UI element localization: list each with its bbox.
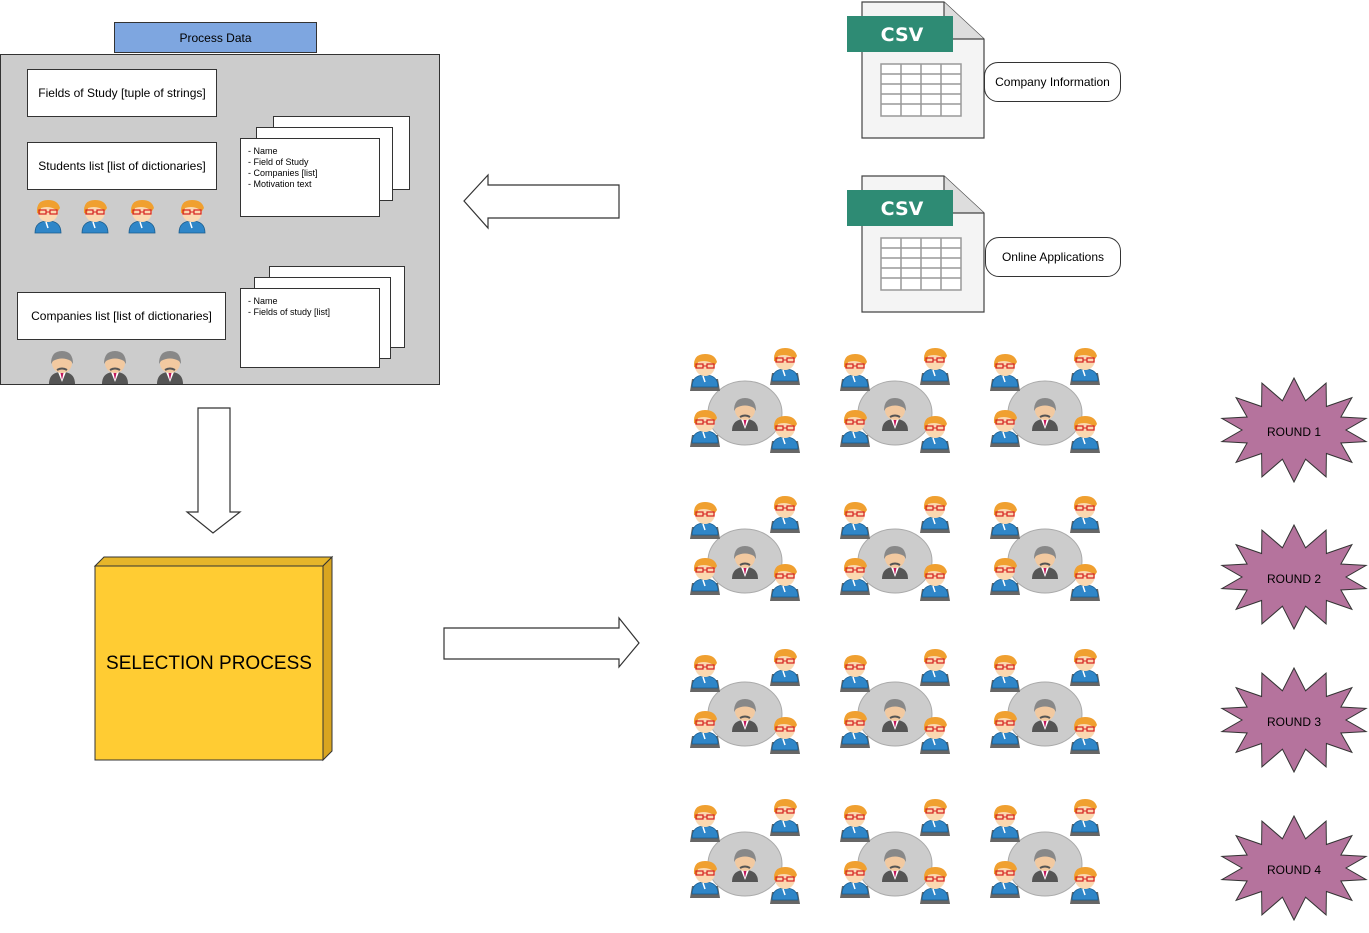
fields-of-study-box: Fields of Study [tuple of strings] — [27, 69, 217, 117]
company-table-cluster — [990, 799, 1100, 904]
online-applications-label: Online Applications — [985, 237, 1121, 277]
company-table-cluster — [840, 496, 950, 601]
arrow-right — [443, 616, 640, 669]
student-field-motivation: - Motivation text — [248, 179, 312, 189]
round-star-shape — [1220, 523, 1368, 631]
csv-icon-text: CSV — [881, 24, 924, 46]
company-table-cluster — [690, 799, 800, 904]
arrow-down — [185, 407, 242, 534]
companies-list-box: Companies list [list of dictionaries] — [17, 292, 226, 340]
csv-file-icon — [846, 1, 985, 139]
student-icon — [34, 199, 62, 234]
company-field-name: - Name — [248, 296, 278, 306]
company-table-cluster — [840, 799, 950, 904]
round-stars — [1220, 376, 1368, 922]
student-icon — [81, 199, 109, 234]
company-table-cluster — [690, 649, 800, 754]
company-table-cluster — [840, 649, 950, 754]
student-icon — [178, 199, 206, 234]
companies-group — [48, 350, 184, 385]
company-table-cluster — [690, 496, 800, 601]
company-table-cluster — [690, 348, 800, 453]
student-icon — [128, 199, 156, 234]
company-icon — [156, 350, 184, 385]
student-field-companies: - Companies [list] — [248, 168, 318, 178]
company-table-cluster — [990, 649, 1100, 754]
student-field-field-of-study: - Field of Study — [248, 157, 309, 167]
csv-icon-text: CSV — [881, 198, 924, 220]
selection-process-label: SELECTION PROCESS — [106, 652, 312, 674]
round-star-shape — [1220, 814, 1368, 922]
process-data-title: Process Data — [114, 22, 317, 53]
rounds-table-grid — [690, 348, 1100, 904]
selection-process-box — [93, 555, 334, 762]
round-star-shape — [1220, 376, 1368, 484]
students-group — [34, 199, 206, 234]
company-record-card: - Name - Fields of study [list] — [240, 288, 380, 368]
company-icon — [101, 350, 129, 385]
round-star-shape — [1220, 666, 1368, 774]
arrow-left — [463, 173, 620, 230]
company-field-fields-of-study: - Fields of study [list] — [248, 307, 331, 317]
company-table-cluster — [990, 496, 1100, 601]
csv-file-icon — [846, 175, 985, 313]
round-1-label: ROUND 1 — [1266, 425, 1321, 439]
students-list-box: Students list [list of dictionaries] — [27, 142, 217, 190]
student-record-card: - Name - Field of Study - Companies [lis… — [240, 138, 380, 217]
student-field-name: - Name — [248, 146, 278, 156]
round-4-label: ROUND 4 — [1266, 863, 1321, 877]
company-information-label: Company Information — [984, 62, 1121, 102]
round-2-label: ROUND 2 — [1266, 572, 1321, 586]
company-table-cluster — [840, 348, 950, 453]
round-3-label: ROUND 3 — [1266, 715, 1321, 729]
company-icon — [48, 350, 76, 385]
company-table-cluster — [990, 348, 1100, 453]
